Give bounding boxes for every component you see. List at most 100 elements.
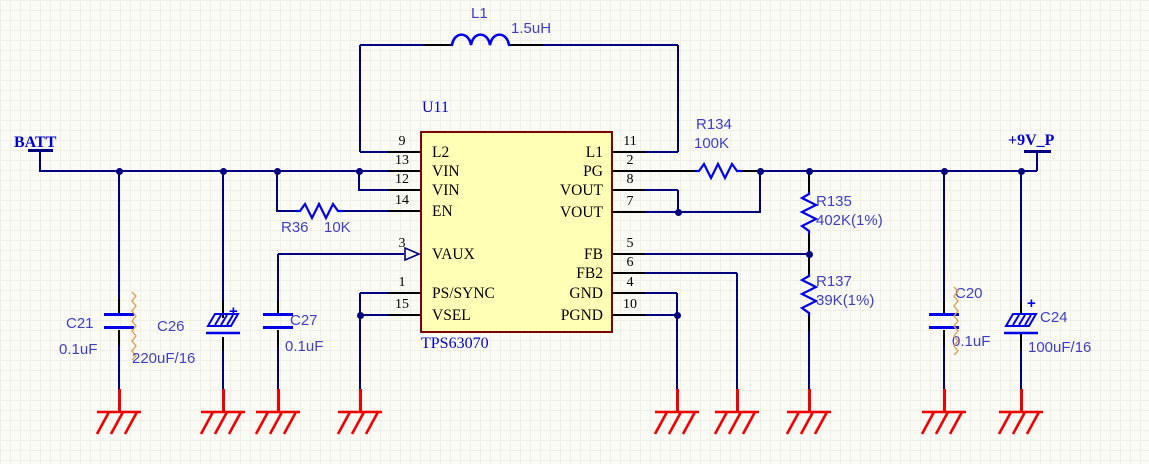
pin-stub	[613, 253, 645, 255]
pin-stub	[388, 189, 420, 191]
ground-symbol[interactable]	[250, 410, 306, 436]
wire	[118, 171, 120, 299]
inductor-symbol[interactable]	[450, 30, 512, 47]
junction-dot	[673, 311, 681, 319]
junction-dot	[1017, 167, 1025, 175]
wire	[360, 292, 388, 294]
resistor-lead	[808, 255, 810, 275]
cap-value-c21[interactable]: 0.1uF	[59, 341, 98, 358]
cap-designator-c26[interactable]: C26	[157, 318, 185, 335]
cap-plate[interactable]	[929, 326, 959, 329]
wire	[645, 211, 760, 213]
cap-plate[interactable]	[263, 313, 293, 316]
ground-stub	[942, 389, 946, 412]
resistor-lead	[740, 170, 757, 172]
resistor-lead	[808, 315, 810, 331]
ic-part-number[interactable]: TPS63070	[421, 335, 489, 352]
wire	[222, 349, 224, 391]
ground-symbol[interactable]	[332, 410, 388, 436]
cap-value-c24[interactable]: 100uF/16	[1028, 339, 1092, 356]
ic-designator[interactable]: U11	[422, 99, 449, 116]
net-label-batt[interactable]: BATT	[14, 134, 57, 151]
cap-designator-c27[interactable]: C27	[290, 312, 318, 329]
ground-symbol[interactable]	[709, 410, 765, 436]
cap-polarity-c24: +	[1027, 295, 1036, 312]
resistor-symbol-r36[interactable]	[296, 201, 343, 221]
junction-dot	[115, 167, 123, 175]
inductor-designator[interactable]: L1	[471, 5, 488, 22]
resistor-designator-r134[interactable]: R134	[696, 116, 732, 133]
cap-plate[interactable]	[929, 313, 959, 316]
cap-value-c27[interactable]: 0.1uF	[285, 338, 324, 355]
wire	[342, 210, 388, 212]
wire	[1020, 348, 1022, 391]
resistor-designator-r36[interactable]: R36	[281, 219, 309, 236]
wire	[645, 314, 677, 316]
pin-number-9: 9	[398, 134, 406, 149]
wire	[1020, 171, 1022, 301]
resistor-lead	[808, 172, 810, 193]
pin-name-l1: L1	[585, 144, 603, 161]
cap-designator-c20[interactable]: C20	[955, 285, 983, 302]
wire-top-rail	[360, 44, 424, 46]
wire	[39, 152, 41, 171]
pin-name-vaux: VAUX	[432, 246, 475, 263]
ic-body-tps63070[interactable]: L2 VIN VIN EN VAUX PS/SYNC VSEL L1 PG VO…	[420, 131, 613, 333]
wire	[1036, 153, 1038, 171]
wire	[676, 293, 678, 391]
wire	[118, 345, 120, 391]
cap-designator-c21[interactable]: C21	[66, 315, 94, 332]
cap-plate[interactable]	[104, 313, 134, 316]
ground-symbol[interactable]	[781, 410, 837, 436]
ground-symbol[interactable]	[649, 410, 705, 436]
pin-stub	[388, 210, 420, 212]
junction-dot	[355, 167, 363, 175]
pin-name-pgnd: PGND	[560, 307, 603, 324]
ground-symbol[interactable]	[91, 410, 147, 436]
pin-name-vsel: VSEL	[432, 307, 471, 324]
cap-designator-c24[interactable]: C24	[1040, 309, 1068, 326]
wire	[277, 345, 279, 391]
pin-number-11: 11	[623, 134, 637, 149]
pin-name-en: EN	[432, 203, 453, 220]
cap-lead	[943, 301, 945, 314]
pin-stub	[613, 272, 645, 274]
resistor-value-r134[interactable]: 100K	[694, 135, 730, 152]
resistor-value-r36[interactable]: 10K	[324, 219, 351, 236]
resistor-symbol-r134[interactable]	[695, 161, 742, 181]
net-label-9v-p[interactable]: +9V_P	[1008, 132, 1055, 149]
resistor-value-r135[interactable]: 402K(1%)	[816, 212, 883, 229]
cap-plate[interactable]	[104, 326, 134, 329]
resistor-designator-r135[interactable]: R135	[816, 193, 852, 210]
wire-batt-rail	[39, 170, 389, 172]
cap-lead	[222, 301, 224, 318]
cap-value-c26[interactable]: 220uF/16	[132, 350, 196, 367]
ground-symbol[interactable]	[916, 410, 972, 436]
resistor-designator-r137[interactable]: R137	[816, 273, 852, 290]
cap-lead	[118, 330, 120, 346]
pin-stub	[388, 292, 420, 294]
cap-symbol-c26-polarized[interactable]	[204, 312, 242, 336]
vaux-input-arrow-icon	[404, 246, 422, 262]
ground-stub	[1019, 389, 1023, 412]
ground-stub	[358, 389, 362, 412]
cap-value-c20[interactable]: 0.1uF	[952, 333, 991, 350]
pin-number-2: 2	[626, 153, 634, 168]
junction-dot	[805, 167, 813, 175]
cap-plate[interactable]	[263, 326, 293, 329]
wire	[677, 190, 679, 213]
inductor-lead	[510, 44, 543, 46]
pin-name-fb2: FB2	[576, 265, 603, 282]
resistor-symbol-r135[interactable]	[799, 192, 819, 234]
wire	[359, 45, 361, 152]
ground-symbol[interactable]	[195, 410, 251, 436]
resistor-symbol-r137[interactable]	[799, 274, 819, 316]
resistor-value-r137[interactable]: 39K(1%)	[816, 292, 875, 309]
inductor-value[interactable]: 1.5uH	[511, 20, 552, 37]
ground-symbol[interactable]	[993, 410, 1049, 436]
cap-symbol-c24-polarized[interactable]	[1002, 312, 1040, 336]
cap-polarity-c26: +	[229, 303, 238, 320]
pin-number-13: 13	[395, 153, 409, 168]
pin-number-15: 15	[395, 297, 409, 312]
cap-lead	[277, 301, 279, 314]
